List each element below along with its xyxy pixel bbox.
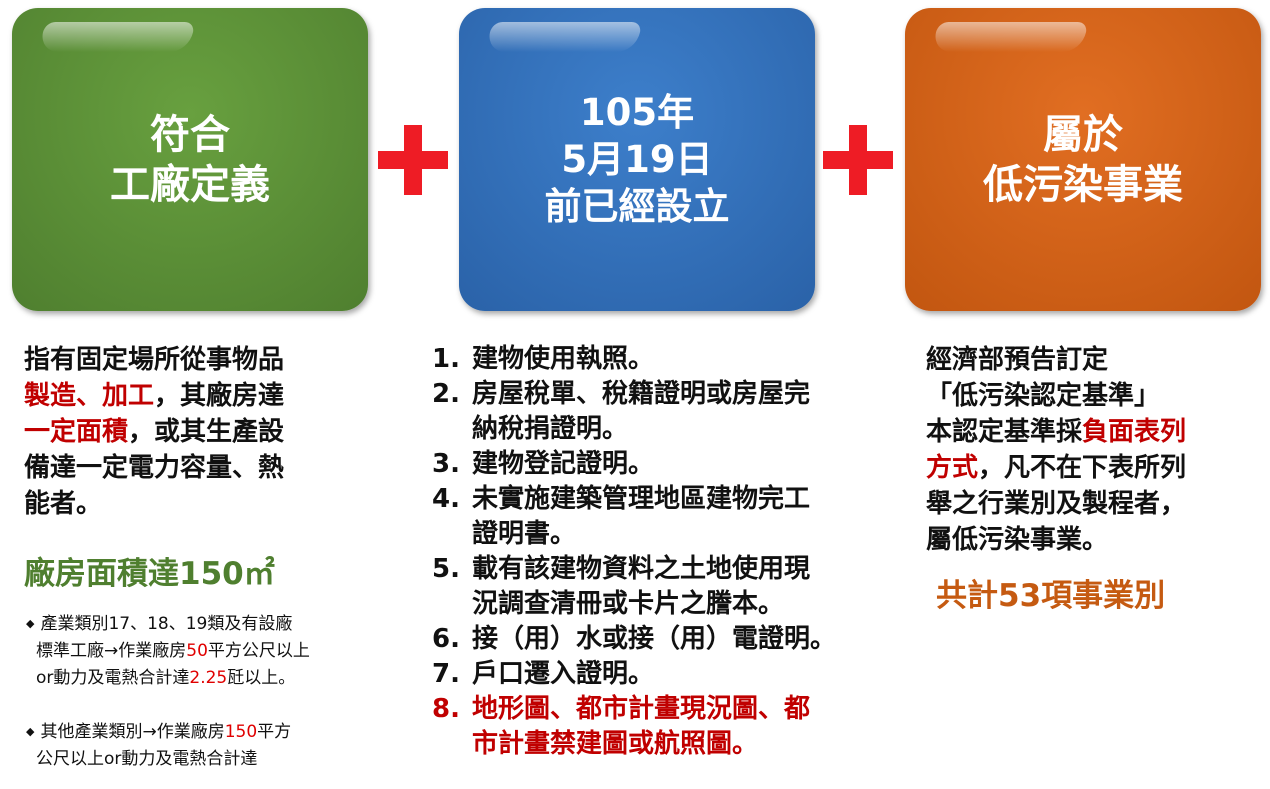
area-requirement: 廠房面積達150㎡ xyxy=(24,556,275,592)
note-line: 公尺以上or動力及電熱合計達 xyxy=(36,749,258,769)
note-industry-17-19: ◆ 產業類別17、18、19類及有設廠 標準工廠→作業廠房50平方公尺以上 or動… xyxy=(26,610,386,692)
list-text: 市計畫禁建圖或航照圖。 xyxy=(472,729,759,759)
plus-icon xyxy=(823,125,893,195)
note-highlight: 2.25 xyxy=(189,668,228,688)
note-text: or動力及電熱合計達 xyxy=(36,668,190,688)
definition-text: ，其廠房達 xyxy=(154,381,285,411)
list-text: 房屋稅單、稅籍證明或房屋完 xyxy=(472,379,811,409)
card-date-line1: 105年 xyxy=(579,91,695,134)
highlight-text: 負面表列 xyxy=(1082,417,1187,447)
list-text: 況調查清冊或卡片之謄本。 xyxy=(472,589,785,619)
document-list: 1. 建物使用執照。 2. 房屋稅單、稅籍證明或房屋完納稅捐證明。 3. 建物登記證明… xyxy=(432,342,892,762)
list-number: 3. xyxy=(432,449,460,479)
gloss-highlight xyxy=(485,22,643,52)
card-pollution-line2: 低污染事業 xyxy=(983,161,1183,208)
card-established-date: 105年 5月19日 前已經設立 xyxy=(459,8,815,311)
pollution-line: 屬低污染事業。 xyxy=(926,525,1109,555)
pollution-line: 「低污染認定基準」 xyxy=(926,381,1161,411)
note-text: 其他產業類別→作業廠房 xyxy=(40,722,225,742)
note-other-industry: ◆ 其他產業類別→作業廠房150平方 公尺以上or動力及電熱合計達 xyxy=(26,718,366,773)
gloss-highlight xyxy=(931,22,1089,52)
note-text: 標準工廠→作業廠房 xyxy=(36,641,187,661)
list-text: 接（用）水或接（用）電證明。 xyxy=(472,624,837,654)
note-text: 瓩以上。 xyxy=(227,668,296,688)
card-factory-line2: 工廠定義 xyxy=(110,161,270,208)
list-number: 5. xyxy=(432,554,460,584)
pollution-line: 舉之行業別及製程者， xyxy=(926,489,1187,519)
list-number: 8. xyxy=(432,694,460,724)
highlight-text: 製造、加工 xyxy=(24,381,155,411)
card-date-line2: 5月19日 xyxy=(561,138,713,181)
list-item: 3. 建物登記證明。 xyxy=(432,447,892,482)
pollution-text: 本認定基準採 xyxy=(926,417,1083,447)
card-factory-definition: 符合 工廠定義 xyxy=(12,8,368,311)
note-text: 產業類別17、18、19類及有設廠 xyxy=(40,614,293,634)
list-number: 7. xyxy=(432,659,460,689)
list-item: 7. 戶口遷入證明。 xyxy=(432,657,892,692)
definition-text: ，或其生產設 xyxy=(128,417,285,447)
gloss-highlight xyxy=(38,22,196,52)
total-count: 共計53項事業別 xyxy=(936,578,1166,614)
note-text: 平方公尺以上 xyxy=(207,641,310,661)
pollution-text: ，凡不在下表所列 xyxy=(978,453,1187,483)
card-pollution-line1: 屬於 xyxy=(1043,111,1123,158)
definition-line: 備達一定電力容量、熱 xyxy=(24,453,285,483)
list-text: 地形圖、都市計畫現況圖、都 xyxy=(472,694,811,724)
list-text: 納稅捐證明。 xyxy=(472,414,629,444)
pollution-line: 方式，凡不在下表所列 xyxy=(926,450,1256,486)
list-number: 4. xyxy=(432,484,460,514)
card-date-line3: 前已經設立 xyxy=(544,185,730,228)
definition-line: 一定面積，或其生產設 xyxy=(24,414,354,450)
definition-line: 製造、加工，其廠房達 xyxy=(24,378,354,414)
plus-icon xyxy=(378,125,448,195)
list-number: 1. xyxy=(432,344,460,374)
low-pollution-text: 經濟部預告訂定 「低污染認定基準」 本認定基準採負面表列 方式，凡不在下表所列 … xyxy=(926,342,1256,558)
pollution-line: 本認定基準採負面表列 xyxy=(926,414,1256,450)
list-number: 2. xyxy=(432,379,460,409)
list-text: 建物使用執照。 xyxy=(472,344,655,374)
list-text: 證明書。 xyxy=(472,519,577,549)
list-item: 1. 建物使用執照。 xyxy=(432,342,892,377)
definition-line: 指有固定場所從事物品 xyxy=(24,345,285,375)
note-line: 標準工廠→作業廠房50平方公尺以上 xyxy=(26,638,386,665)
card-low-pollution: 屬於 低污染事業 xyxy=(905,8,1261,311)
list-text: 戶口遷入證明。 xyxy=(472,659,655,689)
list-number: 6. xyxy=(432,624,460,654)
card-factory-line1: 符合 xyxy=(150,111,230,158)
definition-line: 能者。 xyxy=(24,489,103,519)
diamond-bullet-icon: ◆ xyxy=(26,617,35,630)
factory-definition-text: 指有固定場所從事物品 製造、加工，其廠房達 一定面積，或其生產設 備達一定電力容… xyxy=(24,342,354,522)
note-highlight: 150 xyxy=(224,722,258,742)
note-highlight: 50 xyxy=(186,641,208,661)
list-text: 未實施建築管理地區建物完工 xyxy=(472,484,811,514)
list-item: 2. 房屋稅單、稅籍證明或房屋完納稅捐證明。 xyxy=(432,377,892,447)
diamond-bullet-icon: ◆ xyxy=(26,725,35,738)
note-text: 平方 xyxy=(257,722,292,742)
list-item: 4. 未實施建築管理地區建物完工證明書。 xyxy=(432,482,892,552)
list-text: 載有該建物資料之土地使用現 xyxy=(472,554,811,584)
highlight-text: 方式 xyxy=(926,453,979,483)
list-item: 6. 接（用）水或接（用）電證明。 xyxy=(432,622,892,657)
list-item: 8. 地形圖、都市計畫現況圖、都市計畫禁建圖或航照圖。 xyxy=(432,692,892,762)
list-item: 5. 載有該建物資料之土地使用現況調查清冊或卡片之謄本。 xyxy=(432,552,892,622)
pollution-line: 經濟部預告訂定 xyxy=(926,345,1109,375)
list-text: 建物登記證明。 xyxy=(472,449,655,479)
note-line: or動力及電熱合計達2.25瓩以上。 xyxy=(26,665,386,692)
highlight-text: 一定面積 xyxy=(24,417,129,447)
